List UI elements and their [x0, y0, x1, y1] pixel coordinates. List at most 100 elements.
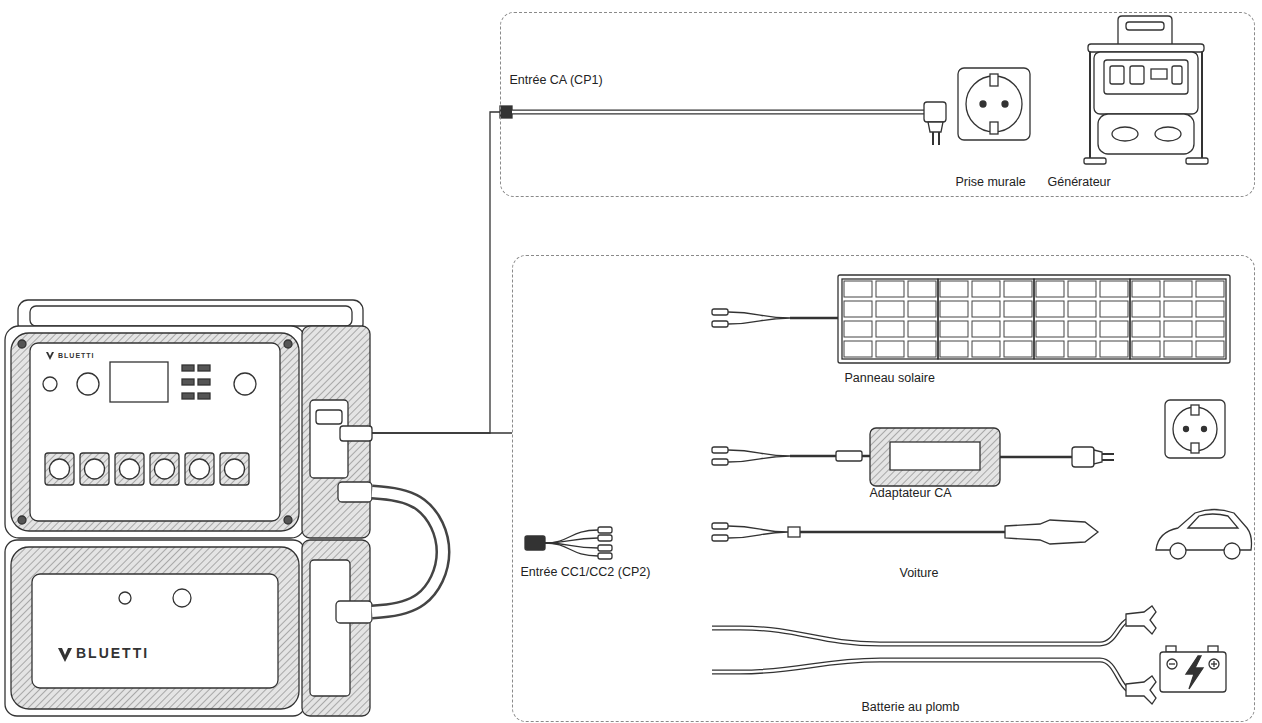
socket-hole [1202, 427, 1207, 432]
button [119, 592, 131, 604]
car-cable [800, 531, 1005, 534]
lead-tip [598, 527, 612, 533]
station-body [5, 326, 305, 538]
generator-source: Générateur [1046, 14, 1211, 194]
indicator [182, 379, 194, 385]
ac-outlet [185, 453, 214, 485]
lead-tip [712, 535, 728, 541]
adapter-brick [870, 428, 1000, 486]
generator-frame [1090, 52, 1202, 160]
screw [284, 516, 292, 524]
side-port [316, 410, 342, 424]
generator [1084, 16, 1208, 164]
battery-body [5, 540, 305, 716]
plug-body [924, 102, 946, 122]
indicator [198, 365, 210, 371]
station-lid-inner [30, 306, 352, 326]
ac-adapter-source: Adaptateur CA [705, 398, 1235, 508]
cable-core [512, 111, 926, 113]
lead-wire [728, 526, 788, 538]
cable-plug [336, 601, 372, 623]
indicator [198, 393, 210, 399]
minus-symbol [1169, 663, 1175, 664]
minus-symbol [1167, 659, 1177, 669]
expansion-battery-unit: BLUETTI [3, 540, 372, 718]
ac-adapter [712, 400, 1225, 486]
side-panel [310, 560, 350, 696]
lead-wire [728, 450, 790, 462]
lead-tip [712, 523, 728, 529]
adapter-cable [862, 455, 870, 458]
car-wheel [1170, 543, 1186, 559]
outlet-face [155, 459, 175, 479]
battery-frame [11, 547, 299, 709]
node-label: BLUETTI [58, 352, 95, 360]
plug-pin [1102, 459, 1114, 461]
link-cable [372, 492, 443, 612]
generator-body [1094, 52, 1198, 114]
generator-outlet [1172, 66, 1182, 84]
station-panel [30, 343, 280, 521]
earth-clip [1191, 405, 1199, 415]
input-wire [372, 432, 512, 433]
screw [284, 340, 292, 348]
power-station [5, 300, 372, 538]
handle-grip [1126, 22, 1164, 30]
panel-section [842, 279, 938, 359]
earth-clip [990, 122, 998, 134]
lcd-screen [110, 362, 168, 402]
panel-section [1130, 279, 1226, 359]
lead-wire [545, 543, 598, 556]
node-label: Voiture [900, 567, 939, 581]
outlet-face [120, 459, 140, 479]
indicator [182, 365, 194, 371]
socket-plate [958, 68, 1030, 140]
plug-pin [932, 132, 934, 145]
panel-frame [838, 275, 1230, 363]
cable-connector [500, 106, 512, 118]
power-button [77, 373, 99, 395]
lead-tip [712, 309, 728, 315]
generator-foot [1084, 158, 1106, 164]
battery-terminal [1166, 646, 1176, 652]
logo-mark [58, 648, 72, 662]
adapter-cable [790, 455, 836, 458]
car-source: Voiture [705, 512, 1250, 588]
node-label: Entrée CC1/CC2 (CP2) [521, 566, 651, 580]
lead-tip [712, 321, 728, 327]
cable-core [372, 492, 443, 612]
ac-outlet [115, 453, 144, 485]
socket-hole [980, 101, 986, 107]
ac-outlet [45, 453, 74, 485]
socket-plate [1165, 400, 1225, 458]
dc-cable [525, 527, 612, 559]
wall-socket-source: Prise murale [950, 62, 1045, 194]
node-label: Générateur [1048, 176, 1111, 190]
connector-group [372, 112, 500, 433]
indicator [182, 393, 194, 399]
outlet-face [190, 459, 210, 479]
plus-symbol [1213, 661, 1214, 667]
ac-outlet [80, 453, 109, 485]
panel-section [1034, 279, 1130, 359]
generator-tank [1098, 114, 1194, 154]
indicator [198, 379, 210, 385]
plug-head [928, 122, 943, 132]
clamp-wire-core [712, 660, 1128, 690]
cable-joint [788, 527, 800, 537]
battery-case [1160, 652, 1226, 692]
lead-tip [598, 535, 612, 541]
node-label: Prise murale [956, 176, 1026, 190]
earth-clip [990, 74, 998, 86]
expansion-battery [5, 540, 372, 716]
connector-group [372, 492, 443, 612]
cable-connector [525, 536, 545, 550]
generator-foot [1186, 158, 1208, 164]
solar-panel-source: Panneau solaire [705, 268, 1235, 393]
barrel-plug [836, 451, 862, 461]
lead-acid-source: Batterie au plomb [705, 600, 1240, 720]
wall-socket [958, 68, 1030, 140]
